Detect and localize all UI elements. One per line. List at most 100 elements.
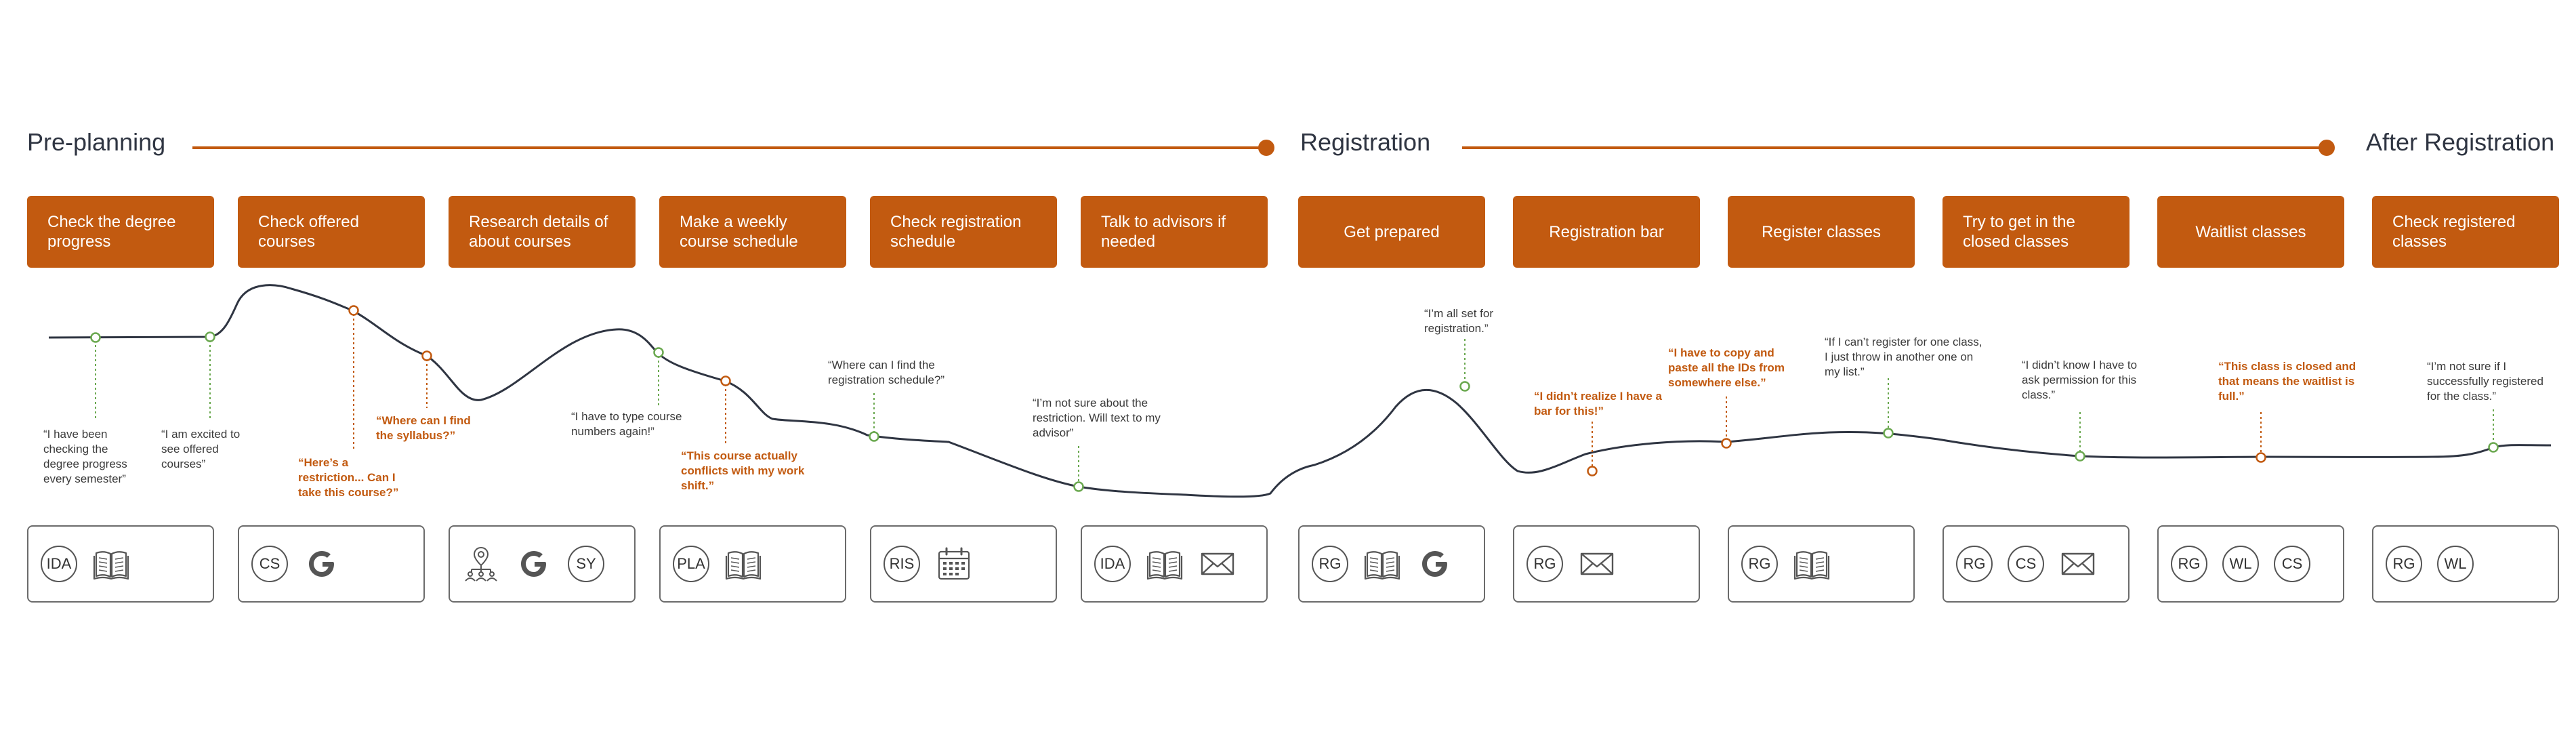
step-check-registered-classes: Check registered classes (2372, 196, 2559, 268)
emotion-point (2488, 442, 2499, 453)
step-label: Register classes (1761, 222, 1882, 241)
emotion-point (205, 331, 215, 342)
touchpoints-check-registration-schedule: RIS (870, 525, 1057, 603)
book-icon (1363, 545, 1401, 583)
system-badge: IDA (1094, 546, 1131, 582)
mail-icon (1199, 545, 1237, 583)
step-label: Talk to advisors if needed (1101, 213, 1226, 251)
touchpoints-make-weekly-schedule: PLA (659, 525, 846, 603)
step-label: Get prepared (1344, 222, 1440, 241)
step-label: Try to get in the closed classes (1963, 213, 2075, 251)
emotion-point (348, 305, 359, 316)
emotion-point (1587, 466, 1598, 476)
emotion-point (1073, 481, 1084, 492)
quote-offered-courses: “I am excited to see offered courses” (161, 428, 241, 470)
touchpoints-check-offered-courses: CS (238, 525, 425, 603)
touchpoints-register-classes: RG (1728, 525, 1915, 603)
emotion-point (1883, 428, 1894, 439)
step-register-classes: Register classes (1728, 196, 1915, 268)
system-badge: CS (2008, 546, 2044, 582)
system-badge: SY (568, 546, 604, 582)
step-get-prepared: Get prepared (1298, 196, 1485, 268)
emotion-point (1459, 381, 1470, 392)
quote-waitlist-full: “This class is closed and that means the… (2218, 360, 2356, 403)
step-label: Registration bar (1549, 222, 1664, 241)
book-icon (92, 545, 130, 583)
quote-throw-in-another: “If I can’t register for one class, I ju… (1825, 336, 1982, 378)
emotion-point (720, 375, 731, 386)
touchpoints-get-prepared: RG (1298, 525, 1485, 603)
emotion-point (869, 431, 879, 442)
step-check-offered-courses: Check offered courses (238, 196, 425, 268)
system-badge: RIS (884, 546, 920, 582)
mail-icon (1578, 545, 1616, 583)
step-check-registration-schedule: Check registration schedule (870, 196, 1057, 268)
calendar-icon (935, 545, 973, 583)
touchpoints-waitlist-classes: RG WL CS (2157, 525, 2344, 603)
system-badge: RG (1956, 546, 1993, 582)
google-icon (303, 545, 341, 583)
step-make-weekly-schedule: Make a weekly course schedule (659, 196, 846, 268)
emotion-curve (48, 284, 2552, 498)
people-location-icon (462, 545, 500, 583)
phase-connector-line (192, 146, 1266, 149)
quote-restriction: “Here’s a restriction... Can I take this… (298, 456, 399, 499)
quote-registration-schedule: “Where can I find the registration sched… (828, 359, 944, 386)
quote-restriction-advisor: “I’m not sure about the restriction. Wil… (1033, 396, 1161, 439)
quote-ask-permission: “I didn’t know I have to ask permission … (2022, 359, 2138, 401)
step-label: Check registration schedule (890, 213, 1022, 251)
system-badge: RG (1312, 546, 1348, 582)
google-icon (1416, 545, 1454, 583)
quote-registration-uncertain: “I’m not sure if I successfully register… (2427, 360, 2543, 403)
step-waitlist-classes: Waitlist classes (2157, 196, 2344, 268)
quote-registration-bar: “I didn’t realize I have a bar for this!… (1534, 390, 1662, 418)
quote-syllabus: “Where can I find the syllabus?” (376, 414, 471, 442)
step-talk-to-advisors: Talk to advisors if needed (1081, 196, 1268, 268)
touchpoints-registration-bar: RG (1513, 525, 1700, 603)
step-label: Check offered courses (258, 213, 359, 251)
system-badge: CS (251, 546, 288, 582)
book-icon (1146, 545, 1184, 583)
emotion-point (421, 350, 432, 361)
book-icon (1793, 545, 1831, 583)
step-label: Research details of about courses (469, 213, 608, 251)
google-icon (515, 545, 553, 583)
quote-type-course-numbers: “I have to type course numbers again!” (571, 410, 682, 438)
phase-end-marker (2319, 140, 2335, 156)
quote-work-shift-conflict: “This course actually conflicts with my … (681, 449, 805, 492)
system-badge: RG (1526, 546, 1563, 582)
touchpoints-research-course-details: SY (449, 525, 636, 603)
phase-end-marker (1258, 140, 1274, 156)
touchpoints-talk-to-advisors: IDA (1081, 525, 1268, 603)
system-badge: IDA (41, 546, 77, 582)
system-badge: RG (1741, 546, 1778, 582)
emotion-point (90, 332, 101, 343)
emotion-point (2256, 452, 2266, 463)
phase-connector-line (1462, 146, 2329, 149)
system-badge: CS (2274, 546, 2310, 582)
emotion-point (1721, 438, 1732, 449)
step-label: Check the degree progress (47, 213, 176, 251)
step-label: Make a weekly course schedule (680, 213, 798, 251)
step-label: Check registered classes (2392, 213, 2516, 251)
quote-copy-paste-ids: “I have to copy and paste all the IDs fr… (1668, 346, 1785, 389)
step-try-closed-classes: Try to get in the closed classes (1943, 196, 2130, 268)
system-badge: WL (2222, 546, 2259, 582)
step-registration-bar: Registration bar (1513, 196, 1700, 268)
system-badge: RG (2171, 546, 2207, 582)
touchpoints-check-degree-progress: IDA (27, 525, 214, 603)
system-badge: PLA (673, 546, 709, 582)
step-research-course-details: Research details of about courses (449, 196, 636, 268)
quote-degree-progress: “I have been checking the degree progres… (43, 428, 127, 485)
phase-title-after-registration: After Registration (2366, 128, 2555, 156)
mail-icon (2059, 545, 2097, 583)
book-icon (724, 545, 762, 583)
system-badge: RG (2386, 546, 2422, 582)
phase-title-registration: Registration (1300, 128, 1431, 156)
quote-all-set: “I’m all set for registration.” (1424, 307, 1494, 335)
emotion-point (2075, 451, 2085, 462)
phase-title-pre-planning: Pre-planning (27, 128, 166, 156)
